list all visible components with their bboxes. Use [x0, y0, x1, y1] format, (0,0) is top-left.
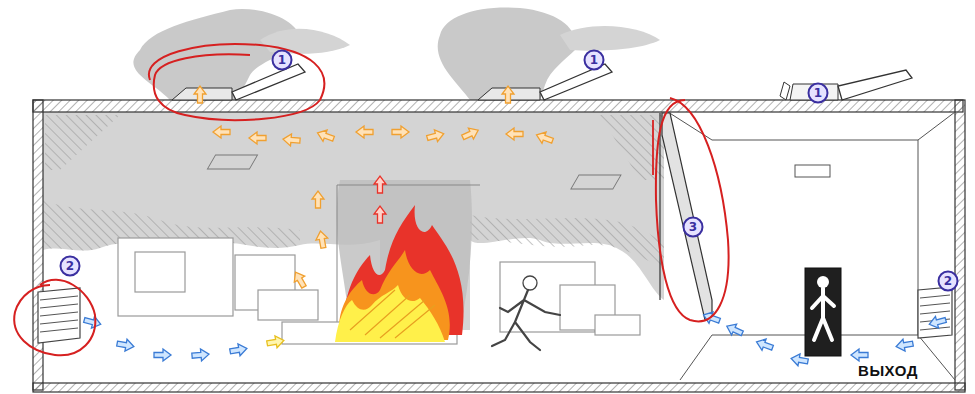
flow-arrow — [534, 129, 554, 146]
exit-label: ВЫХОД — [858, 362, 918, 379]
wall-left — [33, 100, 43, 390]
flow-arrow — [374, 206, 386, 223]
curtain-edge — [659, 113, 660, 300]
exit-door — [805, 268, 841, 356]
louvre-inlet — [918, 287, 952, 338]
callout-number: 1 — [584, 50, 605, 71]
flow-arrow — [790, 353, 809, 368]
flow-arrow — [460, 125, 480, 143]
inner-edge — [337, 185, 480, 186]
room-edge — [712, 140, 918, 141]
flow-arrow — [229, 343, 248, 358]
vent-flap — [540, 64, 612, 100]
wall-right — [955, 100, 965, 390]
flow-arrow — [266, 335, 285, 350]
highlight-stroke — [652, 120, 654, 175]
flow-arrow — [213, 126, 230, 138]
flow-arrow — [192, 348, 210, 361]
air-arrows — [83, 309, 948, 367]
callout-number: 3 — [683, 217, 704, 238]
flow-arrow — [312, 191, 324, 208]
louvre-inlet — [38, 288, 80, 343]
smoke-arrows — [194, 86, 555, 290]
worker-body — [492, 290, 560, 350]
flow-arrow — [928, 314, 948, 330]
smoke-curtain — [662, 113, 712, 320]
flame — [335, 285, 445, 342]
flow-arrow — [356, 126, 373, 138]
flow-arrow — [83, 314, 103, 330]
flow-arrow — [315, 230, 330, 249]
highlight-ring — [656, 98, 729, 321]
flow-arrow — [851, 349, 868, 361]
flame-hatch — [350, 290, 435, 338]
flow-arrow — [724, 321, 744, 339]
smoke-plume — [260, 29, 350, 54]
callout-number: 2 — [60, 256, 81, 277]
callout-number: 2 — [938, 271, 959, 292]
vent-flap — [780, 82, 790, 100]
highlight-ring — [149, 44, 324, 120]
flow-arrow — [315, 127, 335, 144]
flow-arrow — [194, 86, 206, 103]
smoke-hatch — [45, 115, 120, 170]
flow-arrow — [116, 338, 135, 353]
inner-edge — [337, 185, 338, 330]
ceiling-panel — [571, 175, 621, 189]
room-edge — [680, 335, 712, 380]
vent-flap — [838, 70, 912, 100]
flow-arrow — [506, 128, 523, 140]
louvre-slats — [920, 295, 950, 330]
warm-arrows — [266, 335, 285, 350]
flow-arrow — [154, 349, 171, 361]
room-edge — [918, 112, 955, 140]
machine-part — [258, 290, 318, 320]
machine-part — [595, 315, 640, 335]
ceiling-panel — [795, 165, 830, 177]
room-edge — [918, 335, 955, 380]
flow-arrow — [392, 126, 409, 138]
flow-arrow — [374, 176, 386, 193]
callout-number: 1 — [272, 50, 293, 71]
highlight-ring — [14, 280, 95, 355]
vent-flap — [232, 64, 305, 100]
louvre-slats — [40, 296, 78, 332]
flow-arrow — [290, 269, 309, 290]
flow-arrow — [283, 133, 301, 146]
flow-arrow — [754, 336, 774, 353]
machine-part — [118, 238, 233, 316]
worker-head — [523, 276, 537, 290]
callout-number: 1 — [808, 83, 829, 104]
flow-arrow — [502, 86, 514, 103]
flow-arrow — [249, 132, 266, 144]
machine-part — [135, 252, 185, 292]
hot-arrows — [374, 176, 386, 223]
floor — [33, 383, 965, 392]
smoke-plume — [560, 26, 660, 51]
flow-arrow — [426, 128, 446, 144]
ceiling-panel — [207, 155, 257, 169]
smoke-hatch — [600, 115, 664, 180]
person-body — [812, 288, 834, 340]
flow-arrow — [895, 338, 914, 353]
